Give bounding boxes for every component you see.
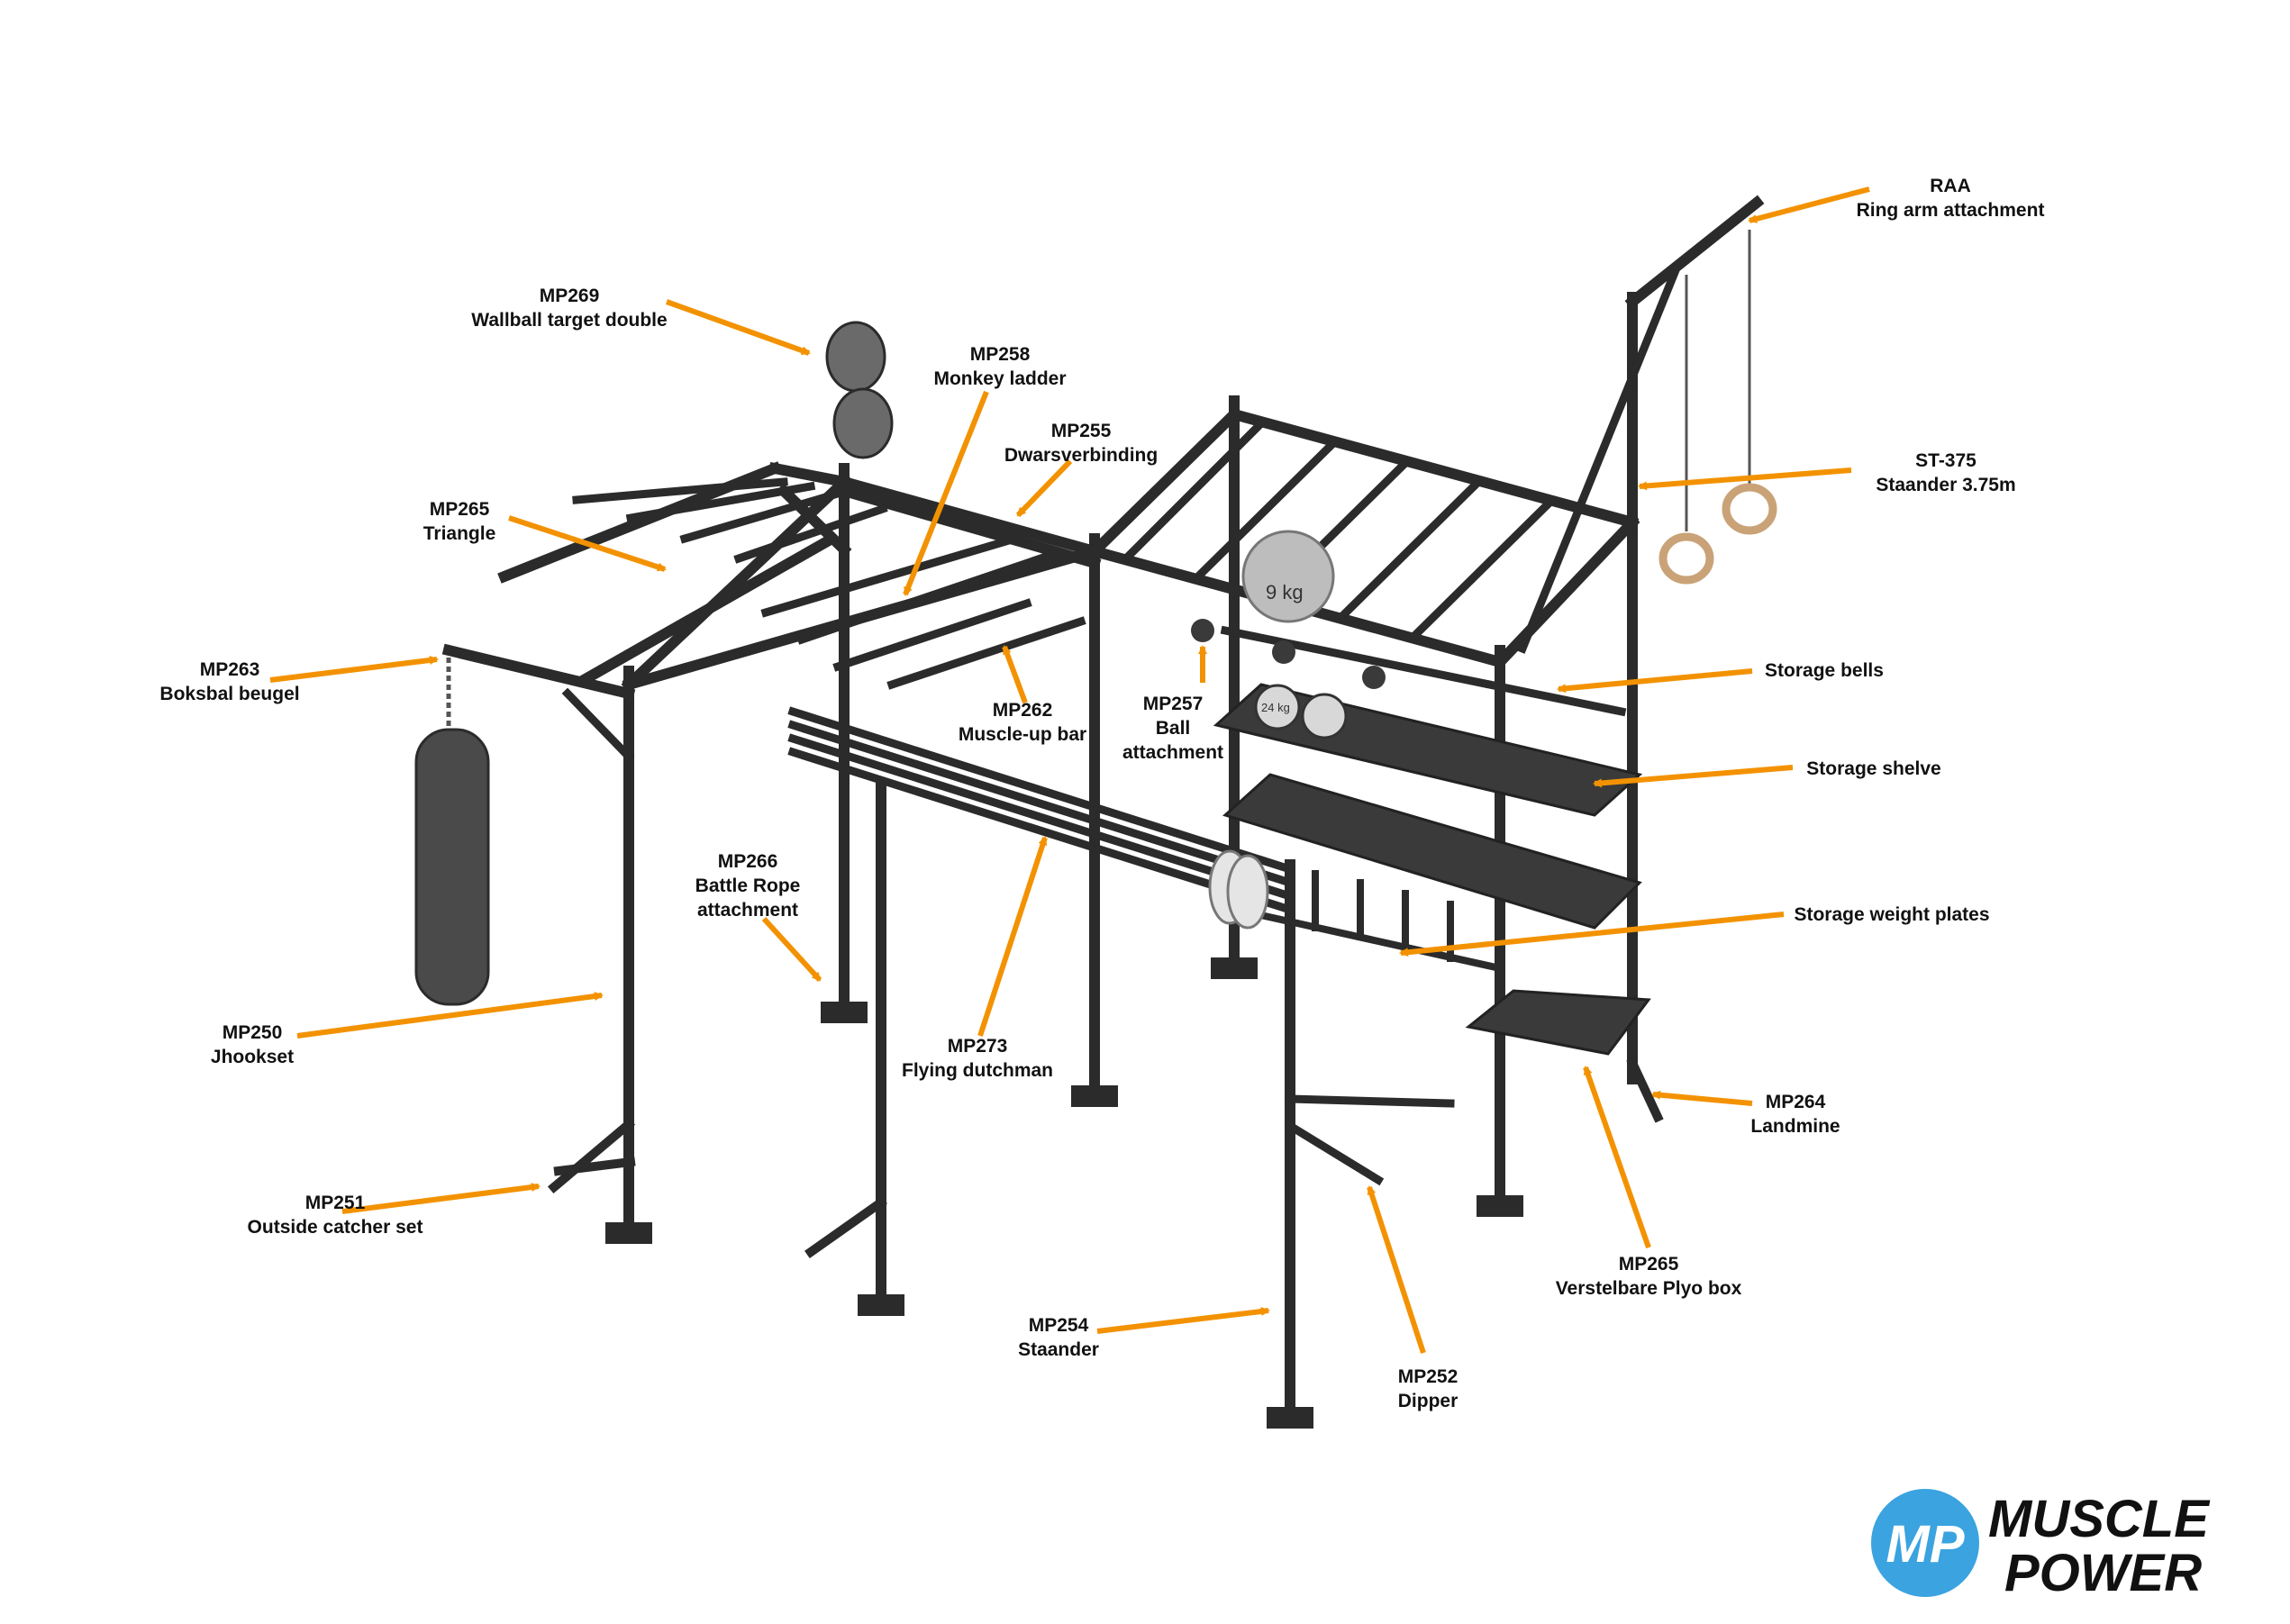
label-name: Monkey ladder <box>933 368 1067 389</box>
logo-badge <box>1871 1489 1979 1597</box>
logo-line2: POWER <box>2004 1544 2202 1602</box>
back-rungs <box>1120 417 1556 642</box>
rig-frame <box>441 195 1765 1429</box>
label-mp257: MP257 Ball attachment <box>1114 692 1231 765</box>
gymnastic-rings <box>1658 230 1777 585</box>
label-mp254: MP254 Staander <box>1018 1313 1099 1362</box>
label-name: Dipper <box>1397 1391 1459 1411</box>
logo-line1: MUSCLE <box>1988 1490 2211 1548</box>
label-code: MP273 <box>947 1036 1008 1057</box>
ball-weight-text: 9 kg <box>1266 581 1304 603</box>
label-code: MP255 <box>1050 421 1112 441</box>
label-mp265-plyo: MP265 Verstelbare Plyo box <box>1556 1252 1742 1301</box>
label-mp251: MP251 Outside catcher set <box>248 1191 423 1239</box>
outside-catcher <box>547 1117 887 1258</box>
label-name: Landmine <box>1750 1116 1840 1137</box>
landmine <box>1626 1057 1664 1123</box>
muscle-power-logo: MP MUSCLE POWER <box>1871 1489 2211 1602</box>
label-mp273: MP273 Flying dutchman <box>902 1034 1053 1083</box>
boksbal-brace <box>561 687 635 763</box>
label-name: Battle Rope attachment <box>695 876 801 921</box>
label-code: MP265 <box>1618 1254 1679 1275</box>
triangle-brace <box>776 483 852 558</box>
flying-dutchman-bars <box>787 706 1295 915</box>
beam-mid-front <box>837 475 1102 558</box>
label-name: Flying dutchman <box>902 1060 1053 1081</box>
label-name: Boksbal beugel <box>159 684 300 704</box>
beam-center-side <box>1086 406 1242 559</box>
label-code: MP257 <box>1142 694 1204 714</box>
label-name: Triangle <box>423 523 496 544</box>
foot-plates <box>605 957 1523 1429</box>
ball-attachment <box>1191 619 1386 689</box>
dipper-bars <box>1284 1094 1455 1186</box>
label-mp265-triangle: MP265 Triangle <box>423 497 496 546</box>
label-code: MP262 <box>992 700 1053 721</box>
label-mp258: MP258 Monkey ladder <box>933 342 1066 391</box>
label-code: MP252 <box>1397 1366 1459 1387</box>
label-storage-weight-plates: Storage weight plates <box>1794 903 1989 927</box>
ring-arm <box>1624 195 1765 310</box>
wallball-target <box>825 321 894 459</box>
callout-arrows <box>269 186 1870 1354</box>
triangle-rail-back <box>497 461 782 584</box>
label-name: Muscle-up bar <box>958 724 1087 745</box>
label-mp250: MP250 Jhookset <box>211 1021 294 1069</box>
label-mp269: MP269 Wallball target double <box>471 284 667 332</box>
label-raa: RAA Ring arm attachment <box>1857 174 2045 222</box>
label-name: Dwarsverbinding <box>1004 445 1159 466</box>
boxing-bag <box>414 658 490 1006</box>
triangle-top <box>768 461 851 489</box>
label-mp252: MP252 Dipper <box>1398 1365 1459 1413</box>
label-code: MP254 <box>1028 1315 1089 1336</box>
label-mp263: MP263 Boksbal beugel <box>159 658 299 706</box>
label-name: Storage bells <box>1765 660 1884 681</box>
label-code: MP266 <box>717 851 778 872</box>
label-code: ST-375 <box>1915 450 1976 471</box>
label-name: Ring arm attachment <box>1856 200 2045 221</box>
label-name: Jhookset <box>210 1047 295 1067</box>
label-name: Storage shelve <box>1806 758 1941 779</box>
medicine-ball: 9 kg <box>1241 530 1335 623</box>
label-storage-bells: Storage bells <box>1765 658 1884 683</box>
label-name: Staander 3.75m <box>1876 475 2016 495</box>
kettlebell-weight-text: 24 kg <box>1261 701 1290 714</box>
label-code: MP265 <box>429 499 490 520</box>
label-name: Ball attachment <box>1122 718 1224 763</box>
label-st375: ST-375 Staander 3.75m <box>1876 449 2015 497</box>
label-name: Storage weight plates <box>1794 904 1990 925</box>
label-name: Outside catcher set <box>247 1217 423 1238</box>
label-code: MP264 <box>1765 1092 1826 1112</box>
beam-right-side <box>1492 514 1640 670</box>
label-mp255: MP255 Dwarsverbinding <box>1004 419 1158 467</box>
label-code: RAA <box>1930 176 1971 196</box>
weight-plates <box>1208 849 1269 930</box>
label-mp262: MP262 Muscle-up bar <box>959 698 1086 747</box>
label-mp264: MP264 Landmine <box>1750 1090 1840 1139</box>
label-storage-shelve: Storage shelve <box>1806 757 1940 781</box>
label-name: Staander <box>1018 1339 1099 1360</box>
label-name: Wallball target double <box>471 310 668 331</box>
ring-arm-brace <box>1517 265 1681 654</box>
triangle-rail-front <box>576 532 837 688</box>
kettlebells: 24 kg <box>1254 684 1348 739</box>
label-name: Verstelbare Plyo box <box>1555 1278 1742 1299</box>
logo-mark: MP <box>1886 1515 1965 1574</box>
monkey-ladder-rungs <box>572 477 1086 690</box>
label-mp266: MP266 Battle Rope attachment <box>685 849 811 922</box>
label-code: MP258 <box>969 344 1031 365</box>
label-code: MP263 <box>199 659 260 680</box>
label-code: MP250 <box>222 1022 283 1043</box>
label-code: MP251 <box>304 1193 366 1213</box>
beam-back-right <box>1227 407 1640 530</box>
boksbal-arm <box>441 643 636 701</box>
label-code: MP269 <box>539 286 600 306</box>
